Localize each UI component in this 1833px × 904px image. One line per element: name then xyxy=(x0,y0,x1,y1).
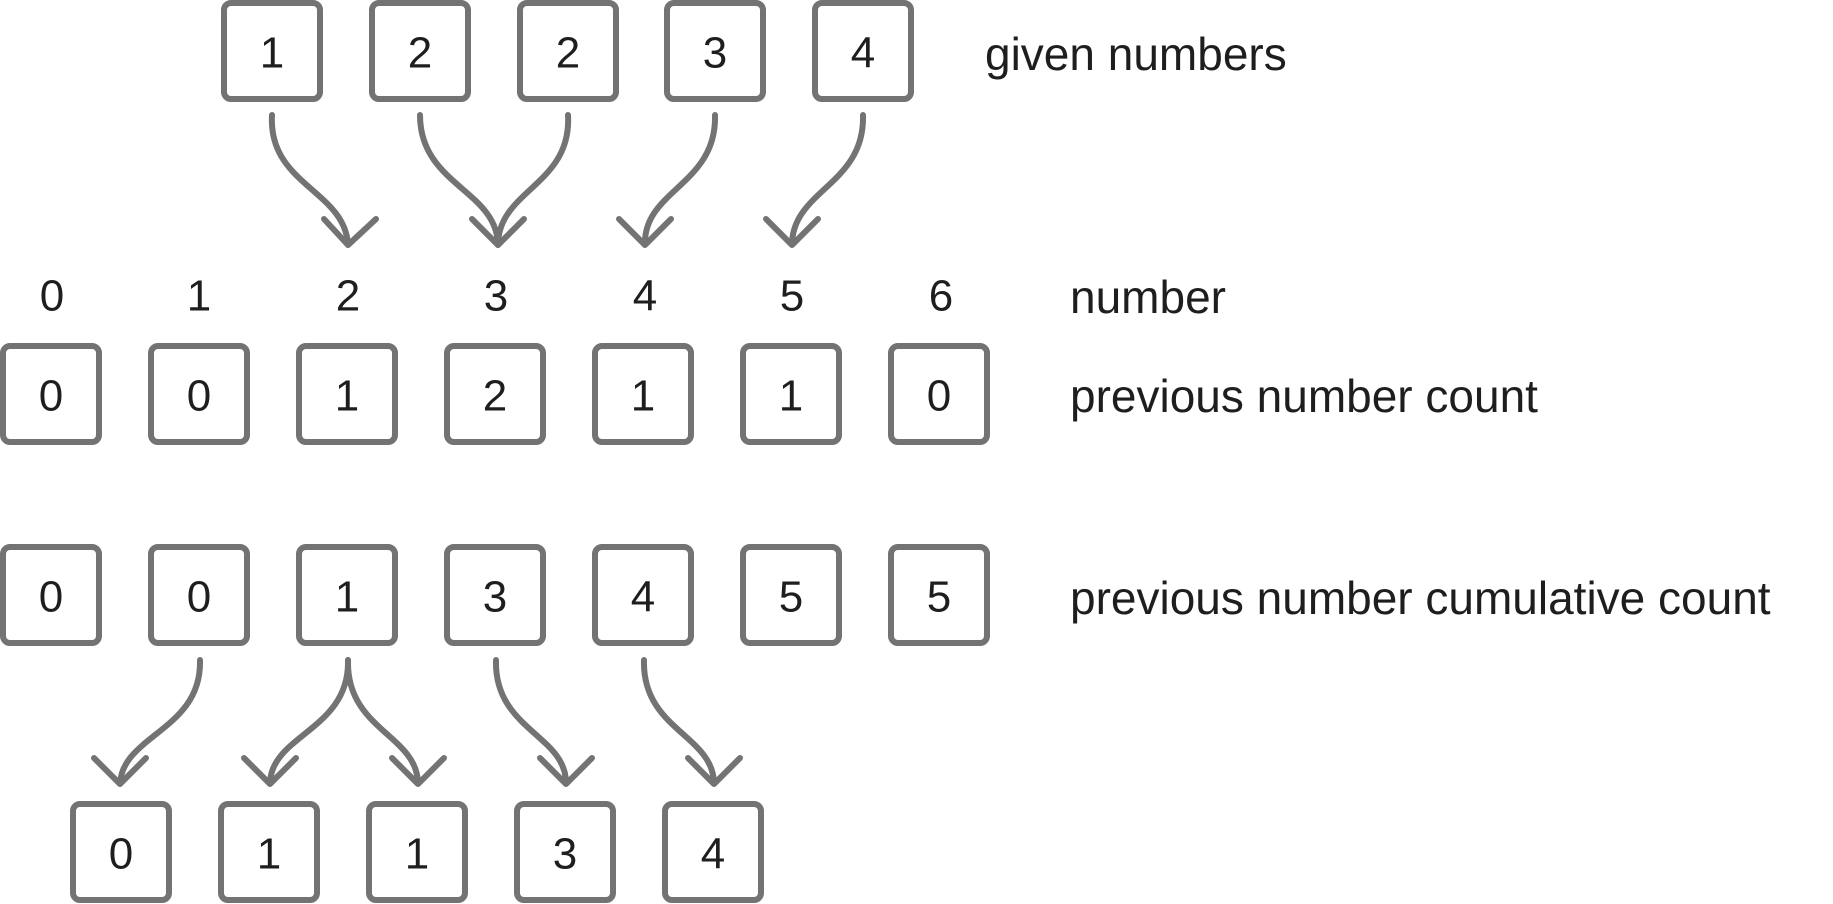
count-box: 1 xyxy=(740,343,842,445)
number-label: number xyxy=(1070,271,1226,323)
cumulative-value: 0 xyxy=(187,573,211,622)
given-number-box: 2 xyxy=(369,0,471,102)
index-value: 1 xyxy=(187,272,211,321)
count-value: 0 xyxy=(187,372,211,421)
cumulative-box: 5 xyxy=(888,544,990,646)
given-numbers-row: 1 2 2 3 4 given numbers xyxy=(221,0,1287,102)
curved-arrow xyxy=(417,112,527,248)
result-value: 1 xyxy=(257,830,281,879)
sorted-result-row: 0 1 1 3 4 xyxy=(70,801,764,903)
curved-arrow xyxy=(268,112,379,248)
index-value: 4 xyxy=(633,272,657,321)
curved-arrow xyxy=(763,112,867,248)
cumulative-value: 1 xyxy=(335,573,359,622)
curved-arrow xyxy=(241,657,352,787)
index-value: 0 xyxy=(40,272,64,321)
cumulative-label: previous number cumulative count xyxy=(1070,572,1771,624)
given-number-value: 2 xyxy=(408,29,432,78)
count-row: 0 0 1 2 1 1 0 previous number count xyxy=(0,343,1538,445)
count-box: 0 xyxy=(0,343,102,445)
cumulative-box: 0 xyxy=(148,544,250,646)
index-value: 2 xyxy=(336,272,360,321)
index-value: 3 xyxy=(484,272,508,321)
given-number-value: 1 xyxy=(260,29,284,78)
cumulative-box: 4 xyxy=(592,544,694,646)
curved-arrow xyxy=(495,112,572,248)
curved-arrow xyxy=(344,657,447,787)
cumulative-value: 0 xyxy=(39,573,63,622)
cumulative-value: 5 xyxy=(779,573,803,622)
index-value: 5 xyxy=(780,272,804,321)
cumulative-box: 3 xyxy=(444,544,546,646)
cumulative-value: 4 xyxy=(631,573,655,622)
curved-arrow xyxy=(640,657,743,787)
number-index-row: 0 1 2 3 4 5 6 number xyxy=(40,271,1226,323)
given-number-value: 3 xyxy=(703,29,727,78)
curved-arrow xyxy=(616,112,719,248)
count-value: 1 xyxy=(335,372,359,421)
result-value: 4 xyxy=(701,830,725,879)
result-box: 4 xyxy=(662,801,764,903)
result-value: 3 xyxy=(553,830,577,879)
given-number-box: 3 xyxy=(664,0,766,102)
result-box: 3 xyxy=(514,801,616,903)
given-number-value: 2 xyxy=(556,29,580,78)
result-box: 0 xyxy=(70,801,172,903)
count-box: 0 xyxy=(148,343,250,445)
given-number-box: 1 xyxy=(221,0,323,102)
cumulative-value: 3 xyxy=(483,573,507,622)
cumulative-value: 5 xyxy=(927,573,951,622)
given-number-box: 2 xyxy=(517,0,619,102)
given-numbers-label: given numbers xyxy=(985,28,1287,80)
result-value: 0 xyxy=(109,830,133,879)
cumulative-box: 1 xyxy=(296,544,398,646)
count-box: 1 xyxy=(592,343,694,445)
cumulative-row: 0 0 1 3 4 5 5 previous number cumulative… xyxy=(0,544,1771,646)
count-value: 1 xyxy=(631,372,655,421)
count-box: 1 xyxy=(296,343,398,445)
given-number-box: 4 xyxy=(812,0,914,102)
curved-arrow xyxy=(91,657,204,787)
result-value: 1 xyxy=(405,830,429,879)
result-box: 1 xyxy=(218,801,320,903)
given-to-count-arrows xyxy=(268,112,867,248)
cumulative-to-result-arrows xyxy=(91,657,743,787)
count-box: 2 xyxy=(444,343,546,445)
count-value: 1 xyxy=(779,372,803,421)
cumulative-box: 0 xyxy=(0,544,102,646)
result-box: 1 xyxy=(366,801,468,903)
count-box: 0 xyxy=(888,343,990,445)
curved-arrow xyxy=(492,657,595,787)
count-value: 0 xyxy=(39,372,63,421)
count-value: 2 xyxy=(483,372,507,421)
index-value: 6 xyxy=(929,272,953,321)
cumulative-box: 5 xyxy=(740,544,842,646)
count-value: 0 xyxy=(927,372,951,421)
given-number-value: 4 xyxy=(851,29,875,78)
count-label: previous number count xyxy=(1070,370,1538,422)
